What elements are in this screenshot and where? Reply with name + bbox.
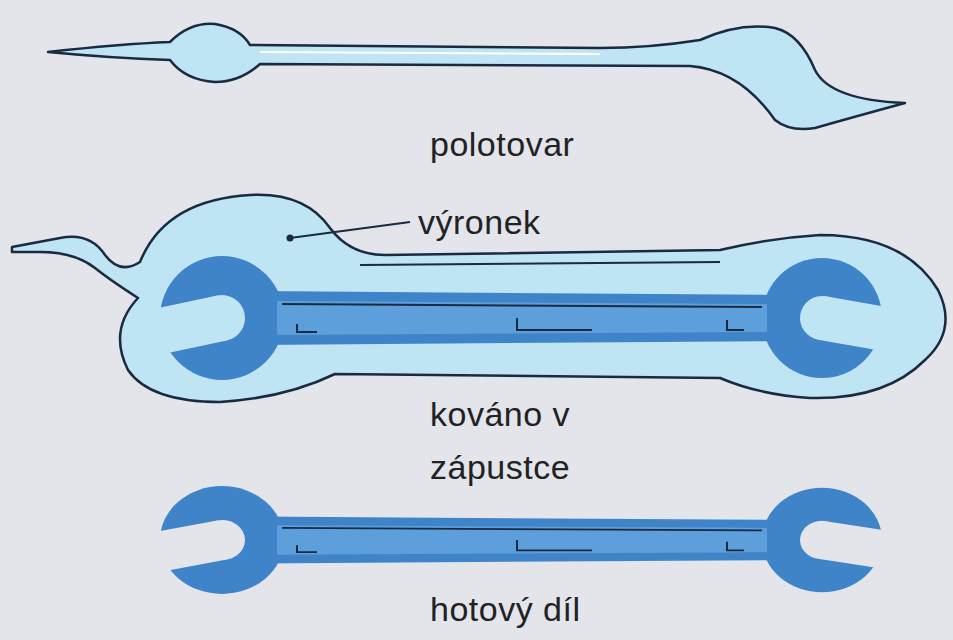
leader-line	[290, 222, 410, 238]
callout-label: výronek	[418, 196, 718, 249]
forged-wrench	[122, 218, 922, 418]
stage-label: polotovar	[430, 118, 730, 171]
stage-label: kováno v zápustce	[430, 388, 608, 494]
blank-shape	[48, 24, 905, 129]
stage-label: hotový díl	[430, 583, 730, 636]
